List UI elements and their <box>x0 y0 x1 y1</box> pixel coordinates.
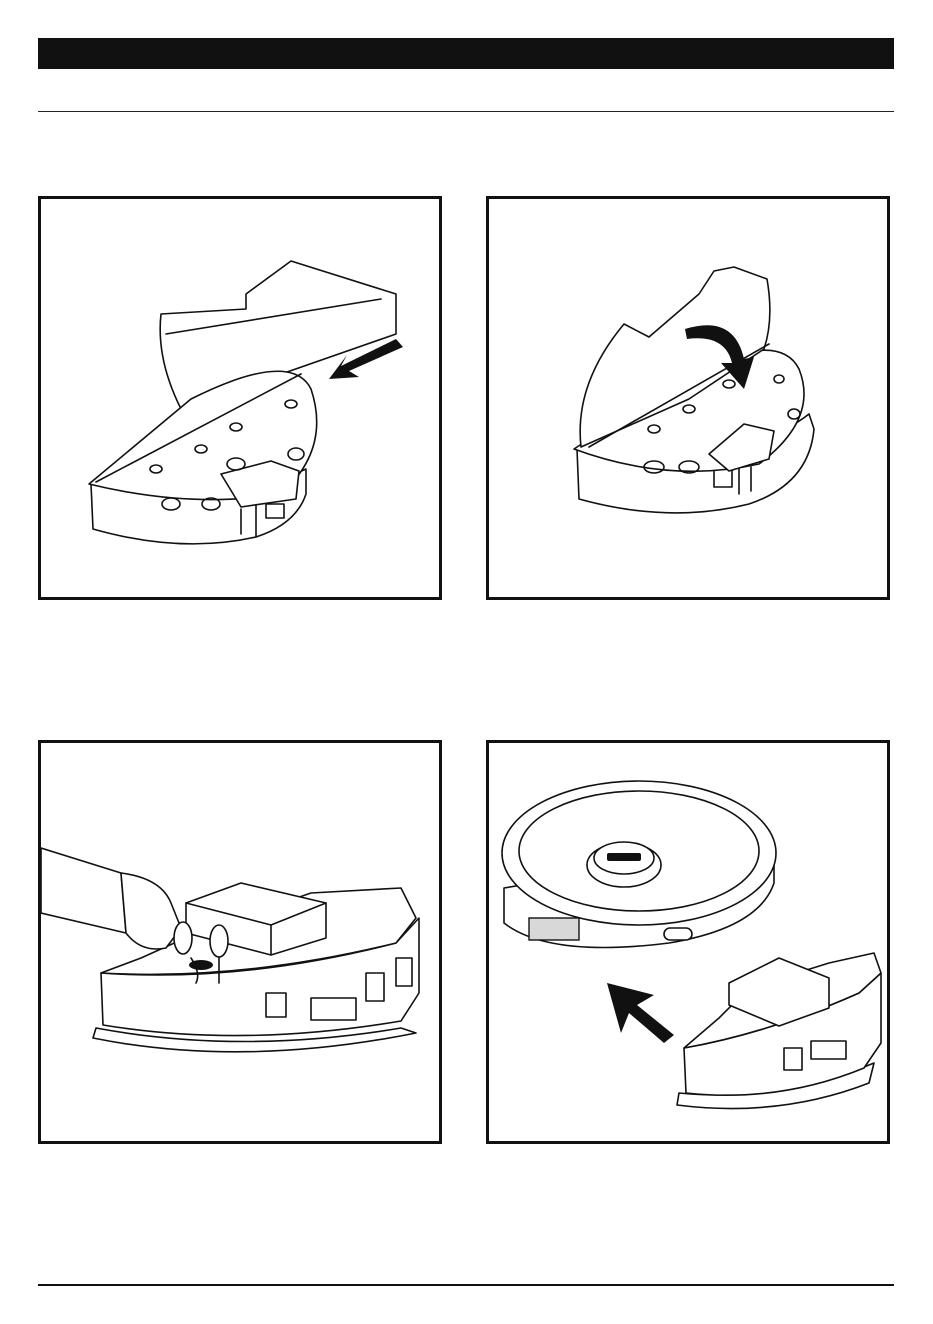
water-tank-fill-illustration <box>41 743 439 1141</box>
mop-pad-attach-illustration <box>41 199 439 597</box>
figure-step-1 <box>38 196 442 600</box>
footer-divider <box>38 1284 894 1286</box>
header-divider <box>38 111 894 112</box>
insert-module-into-robot-illustration <box>489 743 887 1141</box>
figure-step-2 <box>486 196 890 600</box>
header-bar <box>38 38 894 69</box>
figure-step-3 <box>38 740 442 1144</box>
mop-pad-fold-illustration <box>489 199 887 597</box>
figure-step-4 <box>486 740 890 1144</box>
